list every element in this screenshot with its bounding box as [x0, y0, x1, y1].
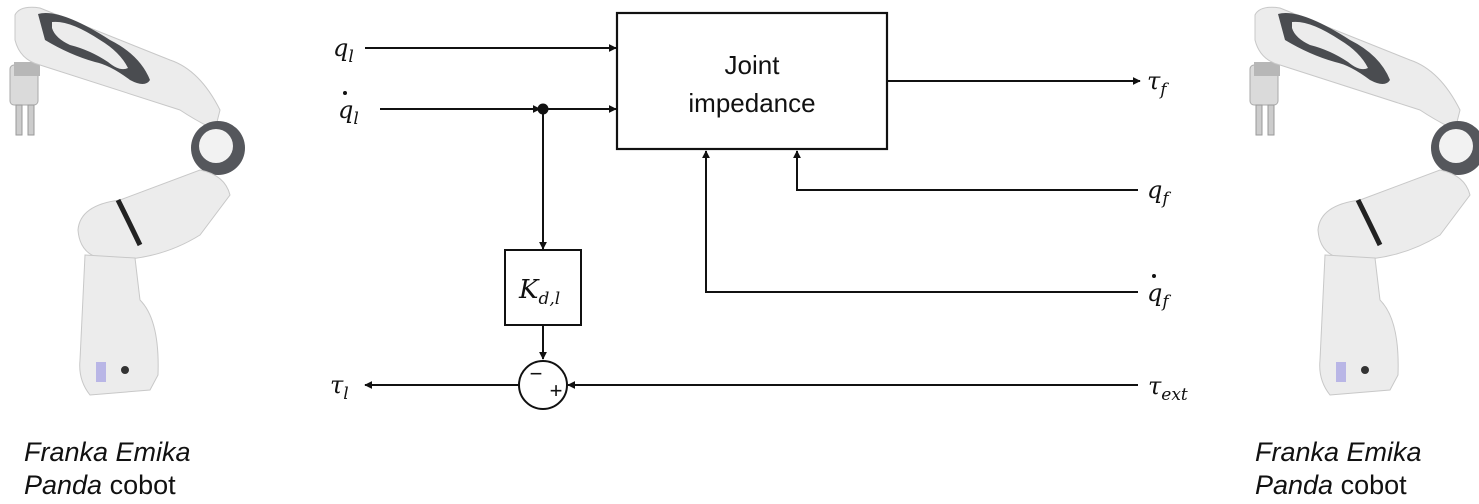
qdot-l-label: ql [338, 96, 359, 129]
gain-block [504, 249, 582, 326]
joint-impedance-label-line1: Joint [725, 50, 781, 80]
left-robot-caption: Franka Emika Panda cobot [24, 436, 191, 502]
minus-sign: − [530, 361, 543, 386]
qdot-f-signal-line [702, 150, 1138, 293]
caption-model: Panda [1255, 470, 1334, 500]
plus-sign: + [550, 378, 563, 403]
joint-impedance-block [615, 11, 889, 151]
q-f-signal-line [793, 150, 1138, 191]
caption-type: cobot [1333, 470, 1407, 500]
robot-arm-illustration [9, 6, 245, 396]
tau-ext-label: τext [1148, 372, 1188, 405]
robot-arm-illustration [1249, 6, 1479, 396]
qdot-l-dot [343, 91, 347, 95]
caption-model: Panda [24, 470, 103, 500]
q-f-label: qf [1147, 176, 1171, 209]
caption-type: cobot [102, 470, 176, 500]
caption-line1: Franka Emika [1255, 437, 1422, 467]
right-robot-image [1249, 6, 1479, 396]
qdot-f-label: qf [1147, 279, 1171, 312]
left-robot-image [9, 6, 245, 396]
gain-label: Kd,l [518, 275, 560, 309]
tau-l-label: τl [330, 371, 349, 404]
q-l-label: ql [333, 34, 354, 67]
joint-impedance-label-line2: impedance [688, 88, 815, 118]
tau-f-label: τf [1147, 67, 1169, 100]
qdot-f-dot [1152, 274, 1156, 278]
right-robot-caption: Franka Emika Panda cobot [1255, 436, 1422, 502]
caption-line1: Franka Emika [24, 437, 191, 467]
